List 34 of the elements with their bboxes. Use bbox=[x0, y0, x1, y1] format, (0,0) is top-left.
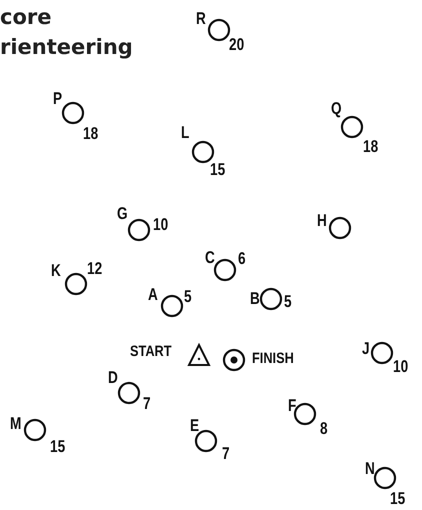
control-letter: H bbox=[317, 212, 327, 229]
control-letter: Q bbox=[331, 100, 342, 117]
point-value: 20 bbox=[229, 36, 244, 53]
control-letter: C bbox=[205, 249, 215, 266]
point-value: 18 bbox=[83, 125, 98, 142]
control-letter: G bbox=[117, 205, 128, 222]
control-letter: N bbox=[365, 460, 375, 477]
point-value: 15 bbox=[210, 161, 226, 178]
control-letter: B bbox=[250, 290, 260, 307]
control-letter: D bbox=[108, 369, 118, 386]
control-letter: R bbox=[196, 10, 206, 27]
control-letter: K bbox=[51, 262, 61, 279]
point-value: 10 bbox=[153, 216, 168, 233]
control-letter: P bbox=[53, 90, 62, 107]
control-letter: E bbox=[190, 417, 200, 434]
point-value: 15 bbox=[390, 490, 406, 507]
control-letter: M bbox=[10, 415, 22, 432]
point-label: START bbox=[130, 344, 172, 359]
point-label: FINISH bbox=[252, 351, 294, 366]
point-value: 7 bbox=[143, 395, 151, 412]
control-letter: J bbox=[362, 340, 370, 357]
point-value: 6 bbox=[238, 250, 246, 267]
point-value: 8 bbox=[320, 420, 328, 437]
point-value: 10 bbox=[393, 358, 408, 375]
point-value: 15 bbox=[50, 438, 66, 455]
point-value: 18 bbox=[363, 138, 378, 155]
control-letter: L bbox=[181, 124, 190, 141]
control-letter: F bbox=[288, 397, 296, 414]
control-letter: A bbox=[148, 286, 158, 303]
point-value: 5 bbox=[184, 288, 192, 305]
title: core rienteering bbox=[0, 4, 134, 61]
point-value: 12 bbox=[87, 260, 102, 277]
point-value: 5 bbox=[284, 293, 292, 310]
point-value: 7 bbox=[222, 445, 230, 462]
